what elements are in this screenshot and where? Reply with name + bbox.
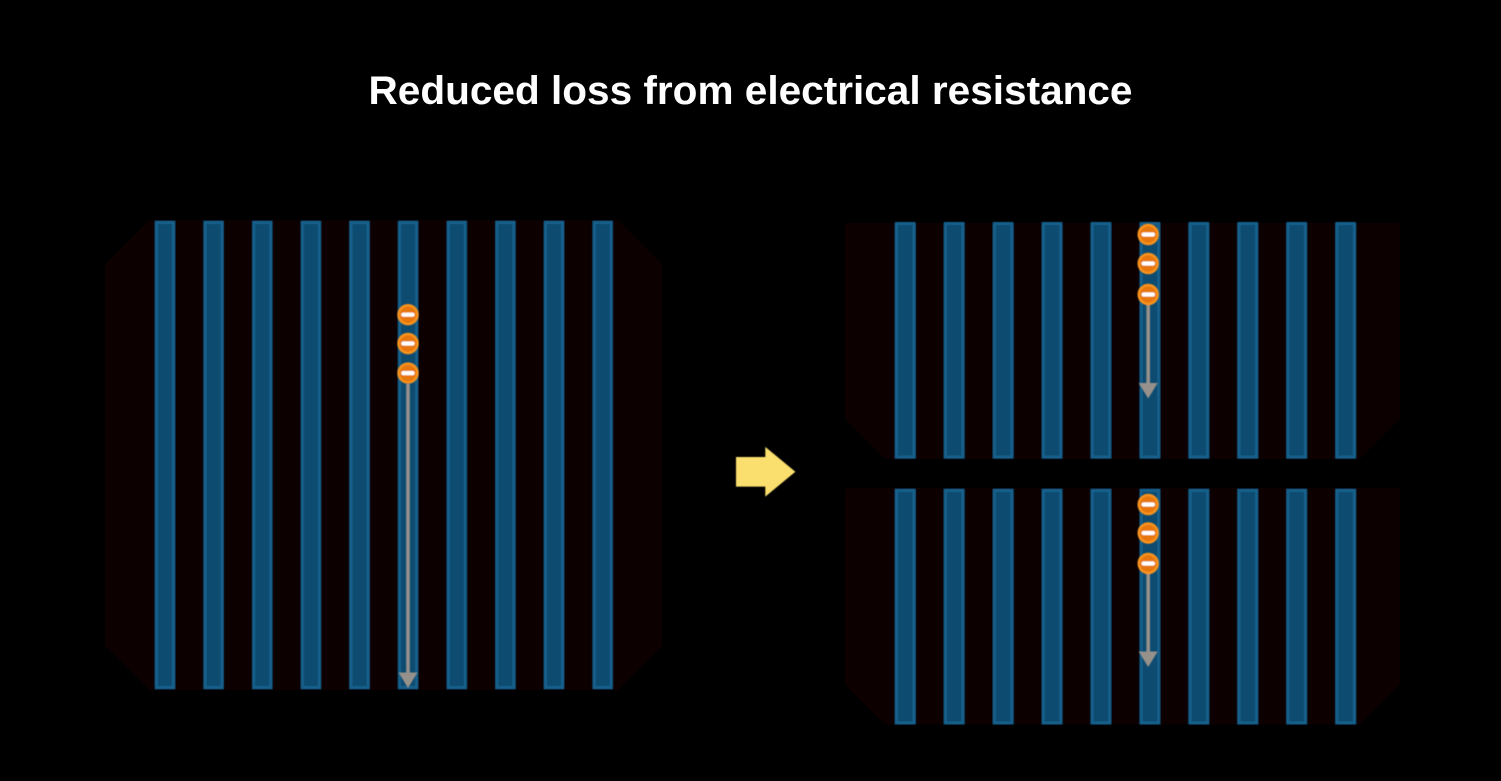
svg-text:Reduced loss from electrical r: Reduced loss from electrical resistance — [369, 68, 1133, 113]
